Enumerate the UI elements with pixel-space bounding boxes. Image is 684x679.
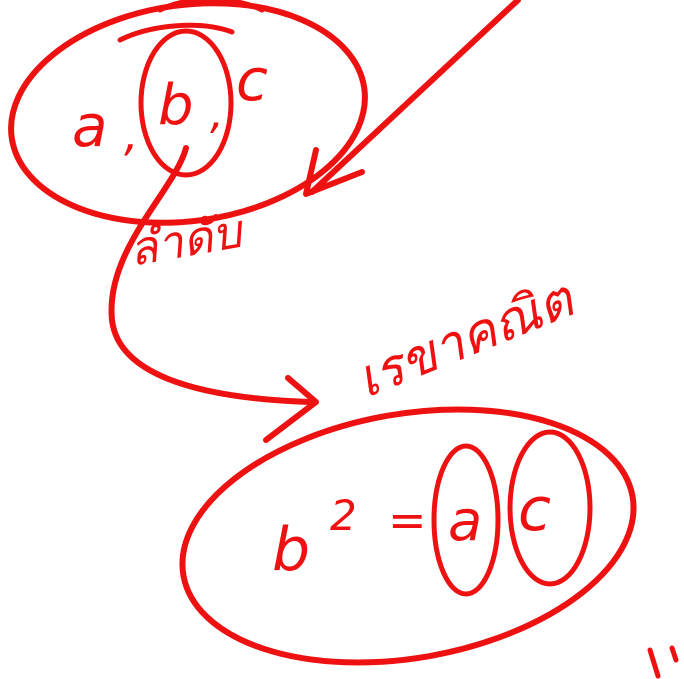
sequence-label: ลำดับ xyxy=(125,203,249,276)
bottom-ellipse xyxy=(179,406,637,666)
b-highlight-ellipse xyxy=(138,28,234,178)
c-highlight-ellipse xyxy=(507,429,593,587)
edge-mark xyxy=(647,645,679,679)
top-comma-1: , xyxy=(124,107,139,161)
equation-equals: = xyxy=(388,493,427,547)
top-letter-b: b xyxy=(158,73,194,138)
equation-a: a xyxy=(448,489,482,554)
equation-c: c xyxy=(518,475,551,545)
a-highlight-ellipse xyxy=(431,443,501,597)
top-letter-a: a xyxy=(72,92,108,160)
curved-connector xyxy=(108,145,313,405)
diagonal-arrow-line xyxy=(309,0,521,195)
top-letter-c: c xyxy=(236,46,268,114)
geometric-label: เรขาคณิต xyxy=(348,268,583,410)
top-comma-2: , xyxy=(210,88,224,139)
equation-exponent: 2 xyxy=(330,491,357,540)
equation-b: b xyxy=(272,515,310,585)
curved-connector-arrowhead xyxy=(263,375,319,443)
diagonal-arrow-head xyxy=(303,147,365,197)
top-scribble xyxy=(117,0,265,43)
